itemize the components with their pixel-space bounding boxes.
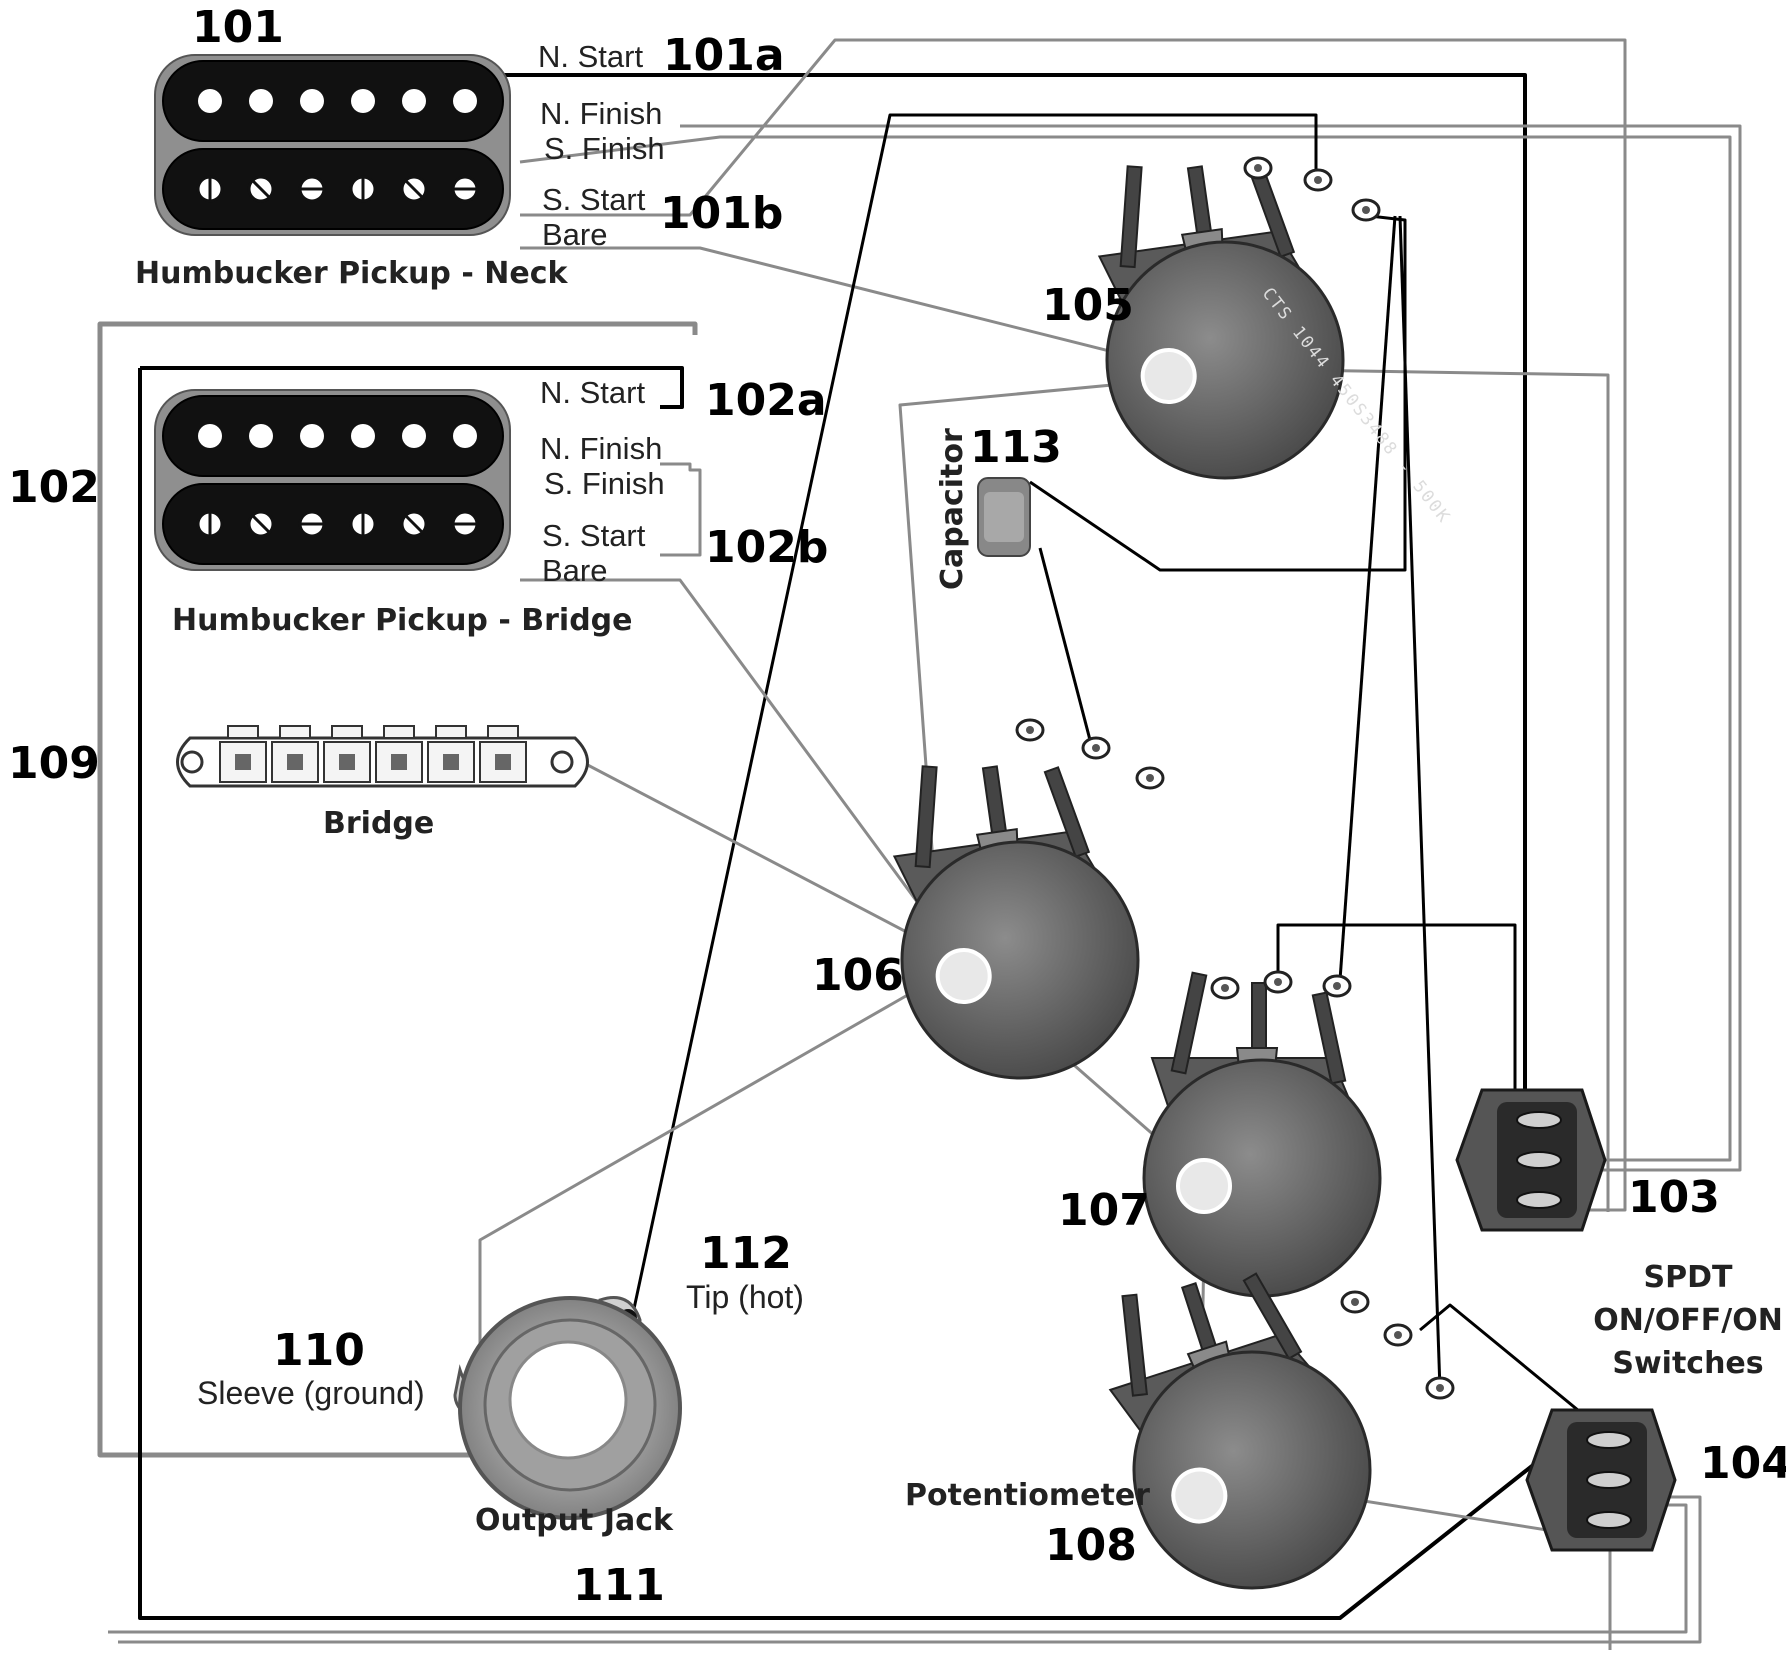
pot105-to-107-wire <box>1340 216 1395 980</box>
bridge-pickup-caption: Humbucker Pickup - Bridge <box>172 603 633 638</box>
svg-text:SPDT: SPDT <box>1644 1260 1733 1295</box>
jack-tip-label: Tip (hot) <box>686 1279 804 1315</box>
capacitor-ref: 113 <box>970 422 1062 473</box>
neck-pickup-caption: Humbucker Pickup - Neck <box>135 256 568 291</box>
neck-wire-label-bare: Bare <box>542 217 607 252</box>
bridge-pickup-finish-wire <box>660 464 700 555</box>
output-jack-111 <box>455 1298 680 1519</box>
bridge-coil-ref-b: 102b <box>705 522 828 573</box>
bridge-wire-label-s-finish: S. Finish <box>544 466 665 501</box>
neck-wire-label-s-start: S. Start <box>542 182 646 217</box>
neck-wire-label-n-finish: N. Finish <box>540 96 662 131</box>
spdt-switch-104 <box>1527 1410 1675 1550</box>
bridge-wire-label-bare: Bare <box>542 553 607 588</box>
capacitor-caption: Capacitor <box>935 428 970 590</box>
pot105-to-108-wire <box>1400 216 1440 1390</box>
switch-103-ref: 103 <box>1628 1172 1720 1223</box>
pot-106-ref: 106 <box>812 950 904 1001</box>
neck-wire-label-s-finish: S. Finish <box>544 131 665 166</box>
bridge-wire-label-s-start: S. Start <box>542 518 646 553</box>
switch-104-ref: 104 <box>1700 1438 1786 1489</box>
capacitor-lead-wire <box>1040 548 1090 740</box>
neck-wire-label-n-start: N. Start <box>538 39 643 74</box>
bridge-caption: Bridge <box>323 806 434 841</box>
svg-text:Switches: Switches <box>1612 1346 1763 1381</box>
bridge-humbucker-pickup <box>155 390 510 570</box>
jack-sleeve-label: Sleeve (ground) <box>197 1375 425 1411</box>
neck-pickup-ref: 101 <box>192 2 284 53</box>
bridge-pickup-ref: 102 <box>8 462 100 513</box>
output-jack-caption: Output Jack <box>475 1503 674 1538</box>
potentiometer-caption: Potentiometer <box>905 1478 1150 1513</box>
jack-tip-ref: 112 <box>700 1228 792 1279</box>
pot-108-ref: 108 <box>1045 1520 1137 1571</box>
output-jack-ref: 111 <box>573 1560 665 1611</box>
capacitor-113 <box>978 478 1030 556</box>
potentiometer-106 <box>875 740 1154 1093</box>
ground-return-gray <box>108 1505 1686 1632</box>
pot-105-ref: 105 <box>1042 280 1134 331</box>
potentiometer-107 <box>1144 973 1380 1296</box>
neck-coil-ref-a: 101a <box>663 30 785 81</box>
spdt-switch-103 <box>1457 1090 1605 1230</box>
neck-humbucker-pickup <box>155 55 510 235</box>
bridge-hardware <box>178 726 588 786</box>
bridge-coil-ref-a: 102a <box>705 375 827 426</box>
neck-coil-ref-b: 101b <box>660 188 783 239</box>
svg-text:ON/OFF/ON: ON/OFF/ON <box>1593 1303 1783 1338</box>
switch-caption: SPDT ON/OFF/ON Switches <box>1593 1260 1783 1381</box>
pot-107-ref: 107 <box>1058 1185 1150 1236</box>
bridge-wire-label-n-finish: N. Finish <box>540 431 662 466</box>
pot108-to-switch-wire <box>1420 1305 1590 1420</box>
potentiometer-105: CTS 1044 450S3488 - 500K <box>1080 128 1456 570</box>
bridge-ref: 109 <box>8 738 100 789</box>
bridge-wire-label-n-start: N. Start <box>540 375 645 410</box>
jack-sleeve-ref: 110 <box>273 1325 365 1376</box>
